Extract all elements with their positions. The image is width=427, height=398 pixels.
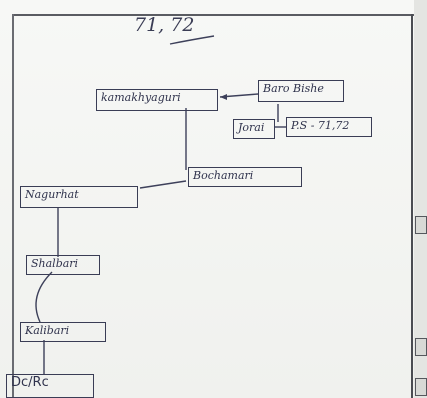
node-kalibari: Kalibari [20,322,106,342]
edge-shalbari-kalibari [35,271,53,323]
node-baro-bishe: Baro Bishe [258,80,344,102]
node-bochamari: Bochamari [188,167,302,187]
node-nagurhat: Nagurhat [20,186,138,208]
node-shalbari: Shalbari [26,255,100,275]
edge-bochamari-nagurhat [139,180,187,189]
node-kamakhyaguri: kamakhyaguri [96,89,218,111]
frame-left-border [12,14,14,398]
right-margin-strip [414,0,427,398]
frame-right-border [411,14,413,398]
arrow-head [220,94,227,100]
node-jorai: Jorai [233,119,275,139]
page-title: 71, 72 [134,14,195,36]
frame-top-border [12,14,414,16]
node-dc-rc: Dc/Rc [6,374,94,398]
node-ps: P.S - 71,72 [286,117,372,137]
